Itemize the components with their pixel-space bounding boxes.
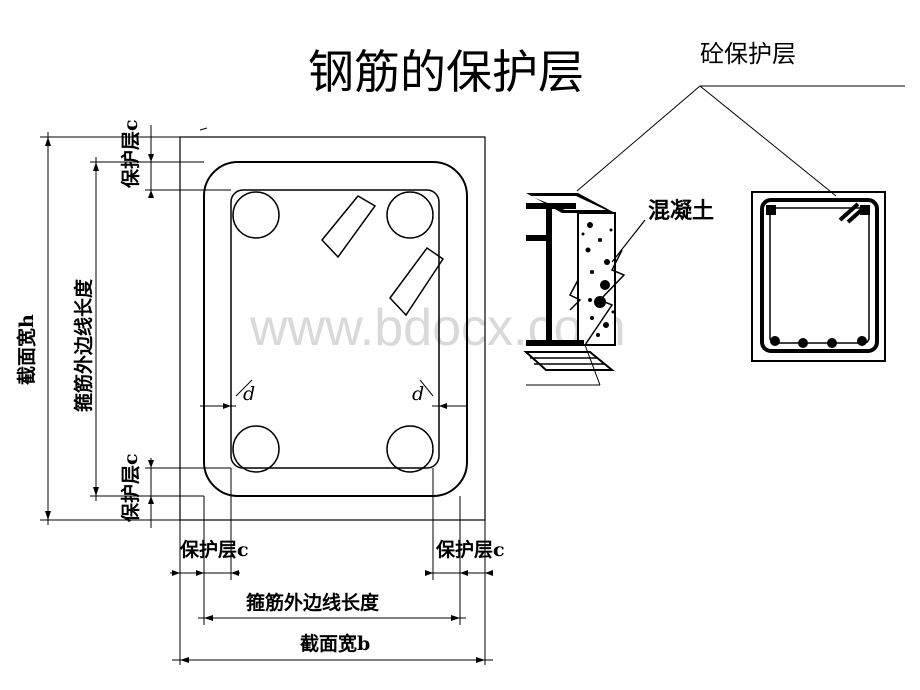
callout-leader-lines	[576, 85, 905, 197]
vertical-dimensions	[40, 125, 231, 528]
watermark: www.bdocx.com	[249, 299, 626, 357]
stirrup-length-vertical-label: 箍筋外边线长度	[72, 278, 95, 412]
stirrup-length-horizontal-label: 箍筋外边线长度	[246, 591, 380, 614]
bar-diameter-dimensions	[200, 379, 468, 409]
cover-top-label: 保护层c	[119, 119, 142, 189]
bar-diameter-left-label: d	[243, 383, 255, 405]
rebar-bottom-right	[386, 425, 434, 473]
bar-diameter-right-label: d	[412, 383, 424, 405]
small-section	[751, 191, 886, 362]
concrete-cover-callout-label: 砼保护层	[700, 40, 796, 68]
concrete-3d-sketch	[523, 193, 646, 386]
stirrup-hooks	[321, 195, 445, 317]
rebar-bottom-left	[232, 425, 280, 473]
rebar-top-left	[232, 191, 280, 239]
section-width-label: 截面宽b	[300, 632, 370, 655]
page-title: 钢筋的保护层	[308, 45, 584, 99]
section-outline	[179, 136, 486, 521]
horizontal-dimensions	[170, 468, 493, 665]
section-height-label: 截面宽h	[15, 314, 38, 385]
cover-left-label: 保护层c	[179, 538, 249, 561]
rebar-top-right	[386, 191, 434, 239]
rebar-bars	[232, 191, 434, 473]
cover-bottom-label: 保护层c	[119, 453, 142, 523]
stirrup	[203, 161, 468, 497]
concrete-label: 混凝土	[648, 198, 714, 224]
cover-right-label: 保护层c	[435, 538, 505, 561]
